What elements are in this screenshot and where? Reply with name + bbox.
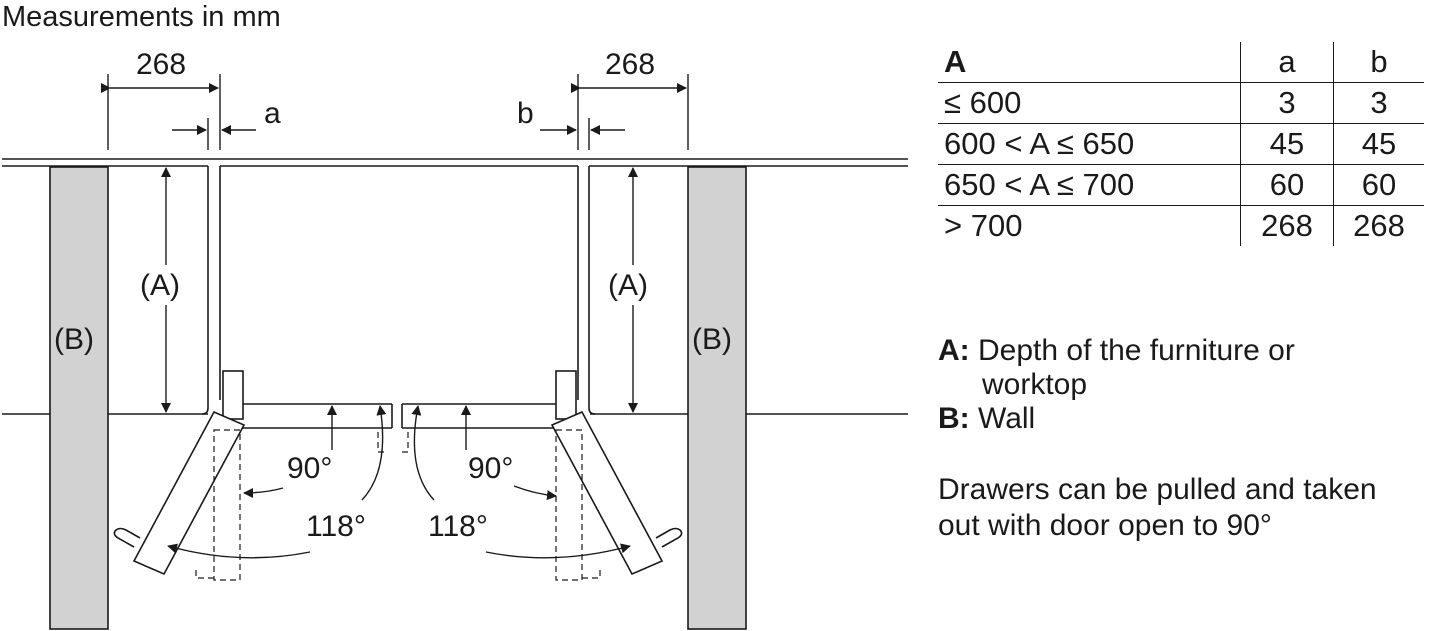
depth-right-label: (A) — [608, 269, 648, 302]
table-row: 600 < A ≤ 650 45 45 — [938, 123, 1424, 165]
table-cell: 268 — [1333, 205, 1424, 246]
table-cell: 45 — [1333, 123, 1424, 165]
wall-left-label: (B) — [54, 323, 94, 356]
right-wall — [687, 166, 747, 630]
table-cell: 45 — [1240, 123, 1334, 165]
clearance-table: A a b ≤ 600 3 3 600 < A ≤ 650 45 45 650 … — [938, 42, 1424, 246]
right-door-open — [550, 410, 683, 576]
drawer-note-line2: out with door open to 90° — [938, 509, 1272, 542]
table-cell: 650 < A ≤ 700 — [944, 167, 1135, 202]
worktop-outline — [2, 158, 908, 415]
dim-right-268: 268 — [605, 48, 655, 81]
table-cell: 600 < A ≤ 650 — [944, 126, 1135, 161]
left-door-open — [113, 410, 246, 576]
dimension-lines — [101, 74, 689, 413]
legend-a-text-2: worktop — [982, 368, 1088, 401]
angle-arrows — [167, 405, 631, 559]
legend-a: A: Depth of the furniture or worktop — [938, 334, 1295, 402]
left-wall — [49, 166, 109, 630]
angle-90-left: 90° — [287, 452, 332, 485]
legend-a-text-1: Depth of the furniture or — [978, 334, 1295, 367]
table-cell: 268 — [1240, 205, 1334, 246]
dim-left-268: 268 — [136, 48, 186, 81]
table-row: 650 < A ≤ 700 60 60 — [938, 164, 1424, 206]
table-cell: 3 — [1240, 82, 1334, 124]
left-furniture-side — [201, 166, 209, 415]
depth-left-label: (A) — [140, 269, 180, 302]
legend-b-text: Wall — [978, 402, 1036, 435]
wall-right-label: (B) — [692, 323, 732, 356]
right-furniture-side — [588, 166, 596, 415]
angle-118-right: 118° — [428, 510, 488, 543]
legend-b-key: B: — [938, 402, 970, 435]
table-header-b-gap: b — [1333, 42, 1424, 83]
table-cell: ≤ 600 — [944, 85, 1022, 120]
table-header-row: A a b — [938, 42, 1424, 83]
drawer-note-line1: Drawers can be pulled and taken — [938, 473, 1377, 506]
table-row: > 700 268 268 — [938, 205, 1424, 246]
table-cell: 60 — [1240, 164, 1334, 206]
gap-a-label: a — [264, 97, 281, 130]
table-cell: > 700 — [944, 208, 1023, 243]
table-row: ≤ 600 3 3 — [938, 82, 1424, 124]
appliance-body — [219, 166, 579, 429]
legend-a-key: A: — [938, 334, 970, 367]
installation-diagram: Measurements in mm — [2, 1, 908, 630]
angle-90-right: 90° — [468, 452, 513, 485]
drawer-note: Drawers can be pulled and taken out with… — [938, 472, 1443, 544]
table-cell: 60 — [1333, 164, 1424, 206]
table-header-a-gap: a — [1240, 42, 1334, 83]
diagram-title: Measurements in mm — [2, 1, 281, 33]
legend-b: B: Wall — [938, 402, 1035, 436]
gap-b-label: b — [517, 97, 534, 130]
table-cell: 3 — [1333, 82, 1424, 124]
table-header-a-depth: A — [944, 44, 967, 79]
angle-118-left: 118° — [306, 510, 366, 543]
